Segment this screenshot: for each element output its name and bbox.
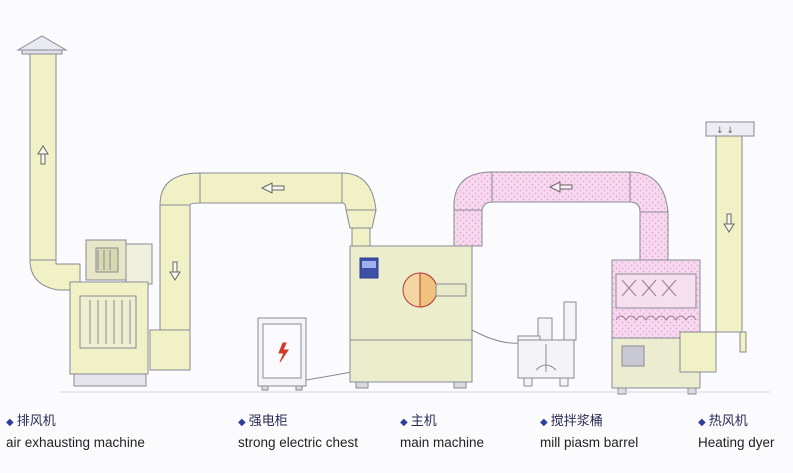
chimney-cap xyxy=(16,35,68,51)
diamond-bullet-icon: ◆ xyxy=(6,417,14,428)
diamond-bullet-icon: ◆ xyxy=(540,417,548,428)
legend-mill-piasm-barrel: ◆搅拌浆桶 mill piasm barrel xyxy=(540,413,700,453)
legend-label-cn: 主机 xyxy=(410,414,437,429)
pink-hot-air-duct xyxy=(453,171,669,261)
heating-unit xyxy=(611,259,701,395)
diamond-bullet-icon: ◆ xyxy=(698,417,706,428)
legend-label-cn: 搅拌浆桶 xyxy=(550,414,603,429)
heating-dyer-stack: ↓ ↓ xyxy=(679,121,755,373)
main-machine xyxy=(349,245,521,389)
legend-label-en: strong electric chest xyxy=(238,435,359,450)
yellow-return-duct xyxy=(149,172,377,371)
legend-heating-dyer: ◆热风机 Heating dyer xyxy=(698,413,790,453)
arrow-icon xyxy=(260,182,285,194)
legend-label-en: mill piasm barrel xyxy=(540,435,639,450)
legend-label-cn: 热风机 xyxy=(708,414,748,429)
diamond-bullet-icon: ◆ xyxy=(238,417,246,428)
legend-label-en: Heating dyer xyxy=(698,435,775,450)
chimney-elbow xyxy=(29,259,81,291)
mill-piasm-barrel xyxy=(517,301,577,387)
air-exhausting-machine xyxy=(69,239,161,387)
arrow-icon xyxy=(548,181,573,193)
legend-label-cn: 排风机 xyxy=(16,414,56,429)
strong-electric-chest xyxy=(257,317,353,391)
legend-main-machine: ◆主机 main machine xyxy=(400,413,560,453)
lightning-icon xyxy=(278,342,289,363)
legend-label-en: air exhausting machine xyxy=(6,435,145,450)
svg-text:↓ ↓: ↓ ↓ xyxy=(716,126,734,136)
legend-label-cn: 强电柜 xyxy=(248,414,288,429)
legend-air-exhausting-machine: ◆排风机 air exhausting machine xyxy=(6,413,166,453)
diamond-bullet-icon: ◆ xyxy=(400,417,408,428)
arrow-icon xyxy=(723,213,735,233)
arrow-icon xyxy=(169,261,181,281)
exhaust-chimney xyxy=(16,35,81,291)
arrow-icon xyxy=(37,145,49,165)
legend-strong-electric-chest: ◆强电柜 strong electric chest xyxy=(238,413,398,453)
legend-label-en: main machine xyxy=(400,435,485,450)
